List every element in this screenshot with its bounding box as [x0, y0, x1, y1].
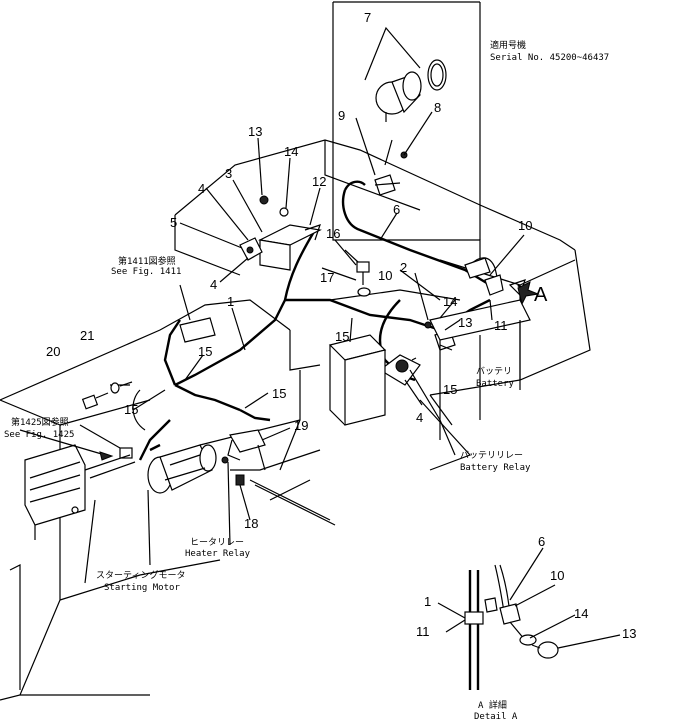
part-number: 19	[294, 418, 308, 433]
part-number: 1	[424, 594, 431, 609]
part-number: 15	[335, 329, 349, 344]
battery-en: Battery	[476, 379, 515, 389]
battery-jp: バッテリ	[476, 366, 512, 377]
battery-relay-en: Battery Relay	[460, 463, 531, 473]
part-number: 13	[622, 626, 636, 641]
part-number: 14	[574, 606, 588, 621]
ref-1425-jp: 第1425図参照	[11, 416, 69, 428]
serial-number-label: Serial No. 45200~46437	[490, 53, 609, 63]
part-number: 14	[443, 294, 457, 309]
part-number: 11	[494, 318, 508, 333]
starting-motor	[147, 443, 217, 494]
part-number: 10	[378, 268, 392, 283]
part-number: 6	[393, 202, 400, 217]
ref-1411-en: See Fig. 1411	[111, 267, 181, 277]
detail-a-jp: A 詳細	[478, 699, 507, 711]
fuse-box-bracket	[239, 195, 322, 271]
part-number: 6	[538, 534, 545, 549]
leader-lines	[19, 137, 621, 649]
ref-1425-en: See Fig. 1425	[4, 430, 74, 440]
part-number: 17	[320, 270, 334, 285]
part-number: 1	[227, 294, 234, 309]
detail-a-en: Detail A	[474, 712, 518, 721]
view-marker-a: A	[534, 284, 548, 306]
part-number: 16	[326, 226, 340, 241]
part-number: 4	[210, 277, 217, 292]
side-grille	[24, 444, 86, 540]
lamp-bracket	[355, 111, 433, 196]
starting-motor-jp: スターティングモータ	[96, 569, 185, 581]
work-lamp	[364, 26, 447, 122]
part-number: 10	[518, 218, 532, 233]
part-number: 15	[272, 386, 286, 401]
part-number: 4	[416, 410, 423, 425]
serial-inset-box	[332, 1, 481, 270]
part-number: 14	[284, 144, 298, 159]
part-number: 18	[244, 516, 258, 531]
ref-1411-jp: 第1411図参照	[118, 255, 176, 267]
starting-motor-en: Starting Motor	[104, 583, 180, 593]
heater-relay	[221, 429, 266, 486]
detail-a-inset	[464, 564, 559, 690]
part-number: 8	[434, 100, 441, 115]
part-number: 13	[248, 124, 262, 139]
part-number: 11	[416, 624, 430, 639]
view-a-arrow	[517, 281, 540, 306]
part-number: 10	[550, 568, 564, 583]
part-number: 4	[198, 181, 205, 196]
part-number: 15	[124, 402, 138, 417]
heater-relay-jp: ヒータリレー	[190, 537, 244, 548]
part-number: 15	[443, 382, 457, 397]
part-number: 7	[364, 10, 371, 25]
part-number: 21	[80, 328, 94, 343]
part-number: 20	[46, 344, 60, 359]
part-number: 3	[225, 166, 232, 181]
heater-relay-en: Heater Relay	[185, 549, 251, 559]
part-number-callouts: 7 9 8 13 14 3 12 4 6 5 16 10 4 17 2 10 1…	[46, 10, 636, 641]
part-number: 5	[170, 215, 177, 230]
battery-relay-jp: バッテリリレー	[460, 450, 523, 461]
part-number: 13	[458, 315, 472, 330]
mounting-bolts	[344, 249, 371, 297]
left-connector	[84, 317, 216, 479]
bolt-20-21	[81, 381, 133, 410]
battery-box	[328, 299, 531, 440]
part-number: 15	[198, 344, 212, 359]
part-number: 2	[400, 260, 407, 275]
serial-jp-label: 適用号機	[490, 39, 526, 51]
part-number: 12	[312, 174, 326, 189]
part-number: 9	[338, 108, 345, 123]
